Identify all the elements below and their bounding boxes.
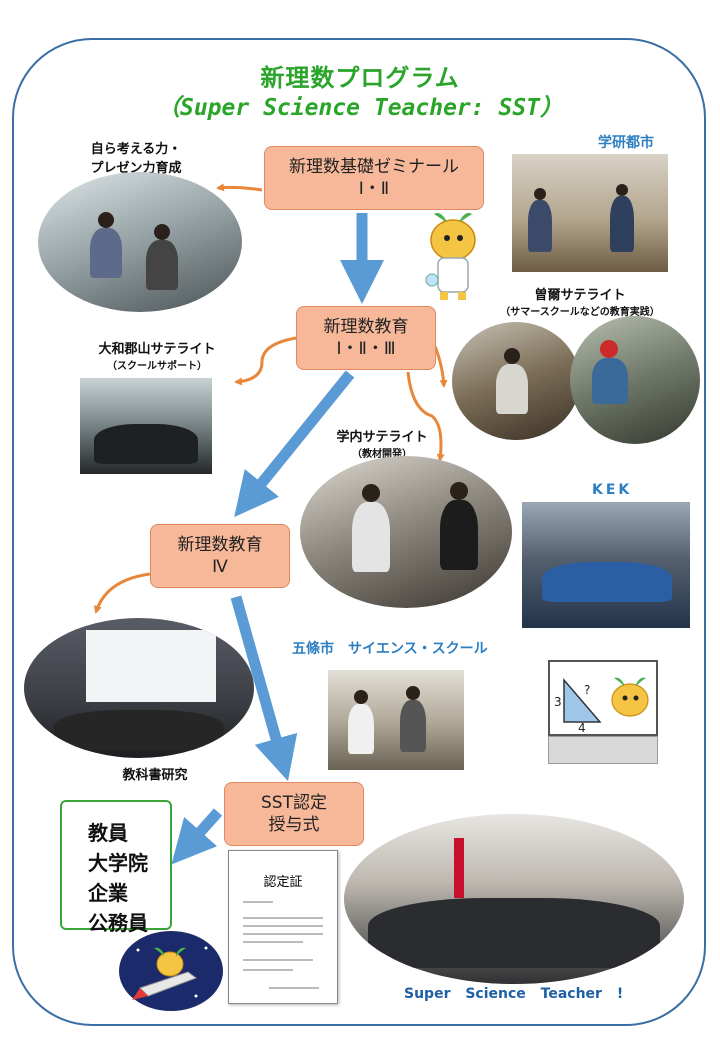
edu4-box-line2: Ⅳ: [212, 557, 228, 577]
title-line1: 新理数プログラム: [260, 64, 460, 92]
edu4-box: 新理数教育 Ⅳ: [150, 524, 290, 588]
skills-label-line1: 自ら考える力・: [90, 142, 182, 157]
yamato-label: 大和郡山サテライト （スクールサポート）: [62, 338, 252, 372]
career-item-company: 企業: [88, 881, 128, 905]
title-line2: （Super Science Teacher: SST）: [156, 95, 564, 121]
seminar-box-line1: 新理数基礎ゼミナール: [289, 157, 459, 177]
career-item-graduate-school: 大学院: [88, 851, 148, 875]
soni-label: 曽爾サテライト （サマースクールなどの教育実践）: [480, 284, 680, 318]
soni-photo-1: [452, 322, 580, 440]
svg-text:3: 3: [554, 695, 562, 709]
rocket-mascot-icon: [119, 931, 223, 1011]
gojo-photo: [328, 670, 464, 770]
career-item-teacher: 教員: [88, 821, 128, 845]
edu123-box-line1: 新理数教育: [323, 317, 409, 337]
skills-label: 自ら考える力・ プレゼン力育成: [56, 138, 216, 176]
ceremony-box-line1: SST認定: [261, 793, 327, 813]
campus-label-main: 学内サテライト: [336, 430, 428, 445]
edu123-box-line2: Ⅰ・Ⅱ・Ⅲ: [336, 339, 396, 359]
scroll-icon: [60, 800, 172, 930]
campus-label-sub: （教材開発）: [352, 449, 412, 460]
certificate: 認定証: [228, 850, 338, 1004]
ceremony-box: SST認定 授与式: [224, 782, 364, 846]
seminar-box: 新理数基礎ゼミナール Ⅰ・Ⅱ: [264, 146, 484, 210]
ceremony-photo: [344, 814, 684, 984]
yamato-photo: [80, 378, 212, 474]
kek-photo: [522, 502, 690, 628]
soni-label-main: 曽爾サテライト: [534, 288, 626, 303]
svg-text:4: 4: [578, 721, 586, 734]
textbook-photo: [24, 618, 254, 758]
yamato-label-sub: （スクールサポート）: [107, 361, 207, 372]
svg-text:?: ?: [584, 683, 590, 697]
certificate-title: 認定証: [263, 875, 303, 890]
campus-photo: [300, 456, 512, 608]
soni-photo-2: [570, 316, 700, 444]
careers-list: 教員 大学院 企業 公務員: [88, 818, 148, 938]
sst-tagline: Super Science Teacher !: [404, 986, 624, 1002]
soni-label-sub: （サマースクールなどの教育実践）: [500, 307, 660, 318]
textbook-label: 教科書研究: [122, 768, 188, 783]
yamato-label-main: 大和郡山サテライト: [98, 342, 216, 357]
skills-photo: [38, 172, 242, 312]
gojo-label: 五條市 サイエンス・スクール: [292, 641, 488, 657]
kek-label: KEK: [592, 482, 633, 498]
whiteboard-base: [548, 736, 658, 764]
edu4-box-line1: 新理数教育: [177, 535, 263, 555]
seminar-box-line2: Ⅰ・Ⅱ: [358, 179, 390, 199]
mascot-icon: [425, 212, 476, 300]
campus-label: 学内サテライト （教材開発）: [312, 426, 452, 460]
edu123-box: 新理数教育 Ⅰ・Ⅱ・Ⅲ: [296, 306, 436, 370]
career-item-civil-servant: 公務員: [88, 911, 148, 935]
whiteboard-mascot-icon: 3 4 ?: [548, 660, 658, 736]
gakken-label: 学研都市: [598, 135, 654, 151]
program-frame: [12, 38, 706, 1026]
gakken-photo: [512, 154, 668, 272]
ceremony-box-line2: 授与式: [268, 815, 320, 835]
